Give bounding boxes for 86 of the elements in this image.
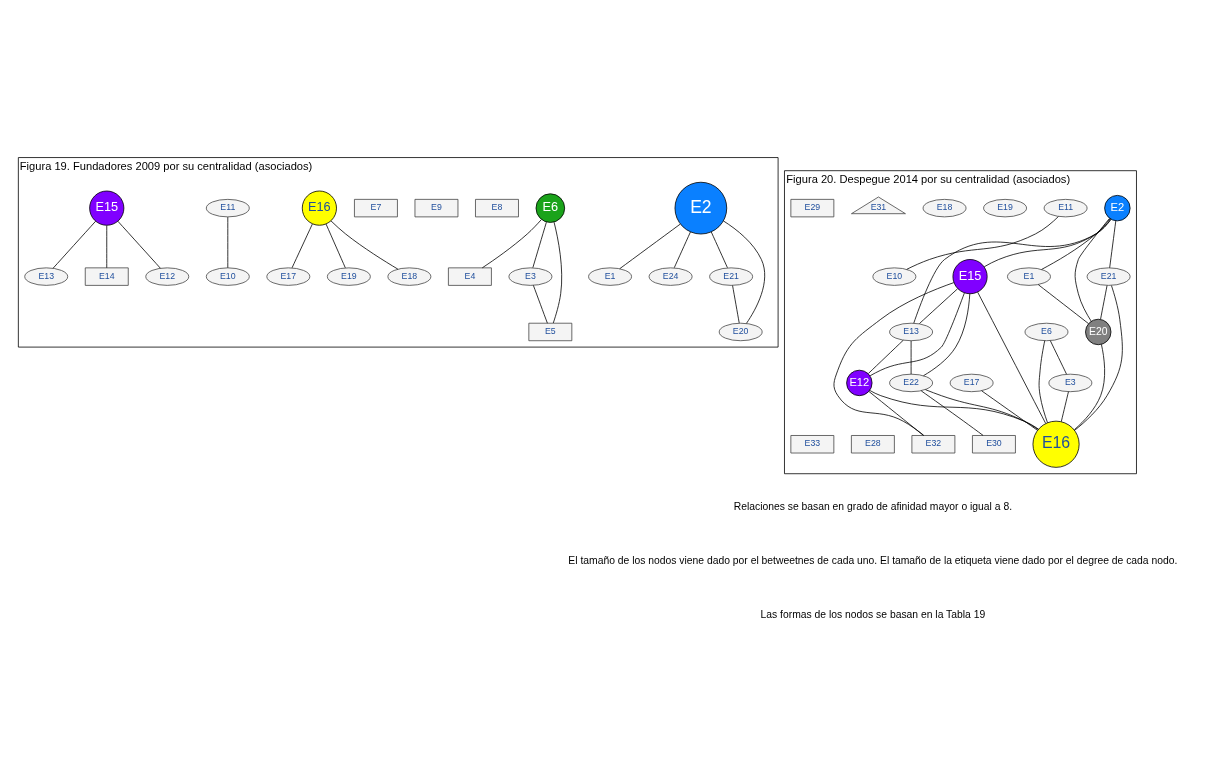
node-box: E30 (972, 434, 1016, 453)
node-box: E7 (354, 198, 398, 217)
label: El tamaño de los nodos viene dado por el betweetnes de cada uno. El tamaño de la etiqueta viene dado por el degree de cada nodo. (568, 554, 1178, 566)
connector (673, 231, 691, 268)
connector (1049, 339, 1067, 374)
node-ellipse: E11 (1043, 198, 1088, 217)
label: Las formas de los nodos se basan en la Tabla 19 (760, 608, 986, 620)
node-ellipse: E18 (387, 266, 432, 286)
node-ellipse: E17 (949, 373, 994, 392)
node-ellipse: E10 (872, 266, 917, 286)
connector (867, 339, 904, 374)
connector (923, 292, 971, 376)
node-circle: E12 (846, 369, 873, 396)
connector (1073, 343, 1106, 430)
node-ellipse: E1 (588, 266, 632, 286)
node-ellipse: E19 (983, 198, 1027, 217)
node-box: E5 (528, 322, 573, 341)
node-ellipse: E6 (1024, 322, 1069, 341)
node-box: E14 (84, 266, 129, 286)
node-ellipse: E3 (508, 266, 553, 286)
node-ellipse: E1 (1007, 266, 1051, 286)
node-ellipse: E13 (889, 322, 933, 341)
node-ellipse: E18 (922, 198, 967, 217)
connector (833, 281, 955, 436)
node-circle: E2 (1104, 194, 1131, 221)
node-box: E8 (475, 198, 519, 217)
connector (977, 291, 1047, 424)
connector (532, 284, 548, 324)
connector (1074, 284, 1123, 431)
node-circle: E16 (1032, 420, 1080, 468)
node-circle: E20 (1085, 318, 1112, 345)
node-circle: E15 (89, 190, 125, 226)
node-ellipse: E24 (648, 266, 693, 286)
node-box: E4 (448, 266, 492, 286)
node-circle: E15 (952, 258, 988, 294)
connector (910, 340, 912, 375)
connector (913, 218, 1112, 323)
connector (552, 221, 563, 323)
node-ellipse: E21 (1086, 266, 1131, 286)
connector (919, 287, 958, 324)
node-ellipse: E22 (889, 373, 933, 392)
node-ellipse: E20 (718, 322, 763, 341)
node-ellipse: E10 (205, 266, 250, 286)
connector (330, 220, 399, 270)
connector (723, 220, 766, 324)
connector (710, 231, 728, 268)
node-circle: E16 (301, 190, 337, 226)
connector (983, 218, 1112, 267)
connector (1109, 220, 1117, 268)
node-ellipse: E21 (709, 266, 753, 286)
connector (532, 221, 547, 268)
connector (1037, 283, 1089, 324)
node-box: E28 (851, 434, 895, 453)
node-circle: E2 (674, 181, 728, 234)
node-ellipse: E11 (205, 198, 250, 217)
node-circle: E6 (535, 192, 566, 223)
connector (52, 220, 97, 269)
connector (1060, 390, 1069, 422)
connector (1041, 217, 1111, 270)
label: Relaciones se basan en grado de afinidad mayor o igual a 8. (733, 500, 1013, 512)
node-box: E33 (790, 434, 835, 453)
connector (619, 223, 681, 269)
connector (106, 224, 108, 268)
node-box: E32 (911, 434, 956, 453)
connector (925, 388, 1039, 430)
connector (868, 390, 924, 436)
connector (906, 215, 1059, 270)
connector (481, 218, 542, 268)
connector (920, 389, 984, 436)
connector (1100, 284, 1108, 320)
connector (1038, 339, 1048, 423)
connector (732, 284, 740, 323)
connector (869, 389, 1039, 429)
node-ellipse: E19 (326, 266, 371, 286)
connector (291, 223, 313, 268)
node-ellipse: E3 (1048, 373, 1093, 392)
connector (981, 389, 1038, 431)
node-ellipse: E12 (145, 266, 190, 286)
node-ellipse: E17 (266, 266, 311, 286)
connector (325, 223, 346, 268)
connector (1074, 217, 1110, 322)
node-box: E29 (790, 198, 835, 217)
node-box: E9 (414, 198, 459, 217)
node-ellipse: E13 (24, 266, 69, 286)
connector (869, 292, 965, 376)
connector (117, 220, 161, 269)
